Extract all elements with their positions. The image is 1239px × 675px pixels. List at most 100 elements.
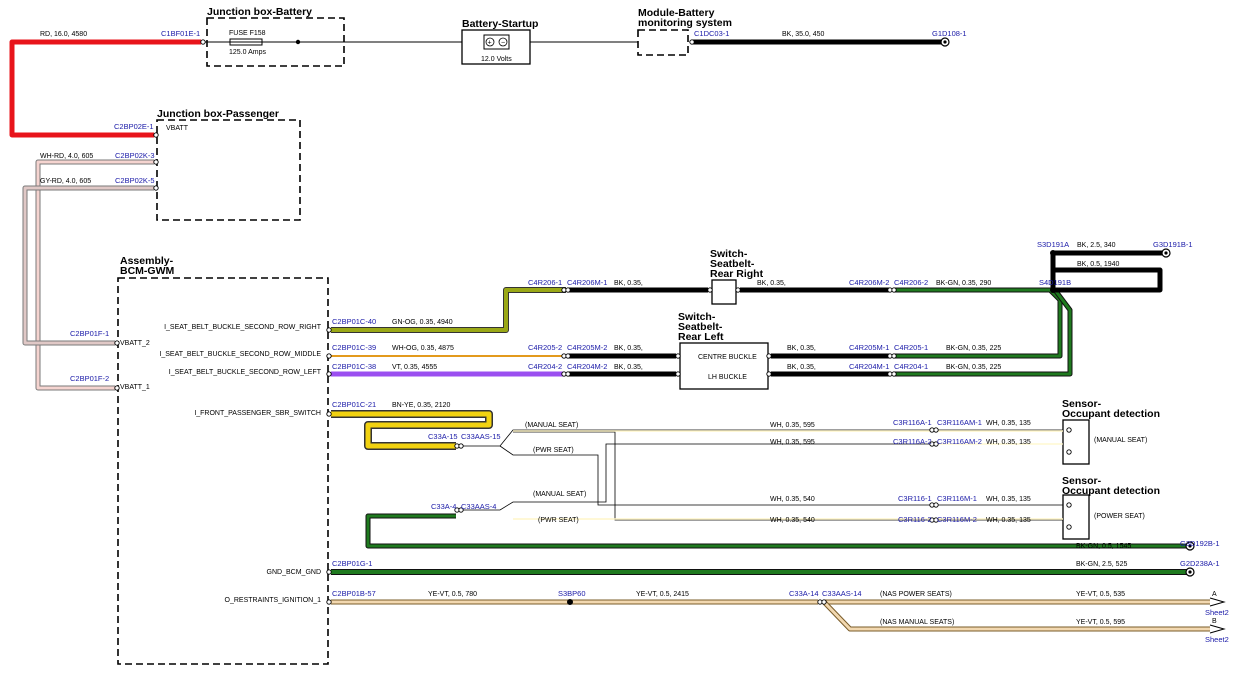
wire-label-pwr-b: (PWR SEAT) — [538, 517, 579, 524]
conn-g3d191b: G3D191B-1 — [1153, 240, 1193, 249]
wire-wh-rd — [36, 160, 154, 390]
conn-c2bp02e: C2BP02E-1 — [114, 122, 154, 131]
conn-c3r116am1: C3R116AM-1 — [937, 418, 982, 427]
conn-c3r116a1: C3R116A-1 — [893, 418, 932, 427]
junction-box-battery: Junction box-Battery FUSE F158 125.0 Amp… — [206, 6, 345, 67]
wire-label-manual-a: (MANUAL SEAT) — [525, 422, 578, 429]
conn-c33aas15: C33AAS-15 — [461, 432, 501, 441]
bcm-pin-second-middle: I_SEAT_BELT_BUCKLE_SECOND_ROW_MIDDLE — [159, 351, 321, 358]
bcm-outline — [117, 277, 329, 665]
offsheet-arrow-b-icon[interactable] — [1209, 624, 1226, 634]
occ1-title-1: Sensor- — [1062, 398, 1102, 410]
wire-gy-rd — [23, 186, 154, 345]
sw-rr-title-1: Switch- — [710, 248, 748, 260]
conn-s3bp60: S3BP60 — [558, 589, 586, 598]
wire-label-wh-135d: WH, 0.35, 135 — [986, 517, 1031, 524]
offsheet-b-sheet[interactable]: Sheet2 — [1205, 635, 1229, 644]
bcm-pin-gnd: GND_BCM_GND — [267, 569, 321, 576]
wire-label-ye-vt-595: YE-VT, 0.5, 595 — [1076, 619, 1125, 626]
conn-c3r116am2: C3R116AM-2 — [937, 437, 982, 446]
conn-c33a4: C33A-4 — [431, 502, 456, 511]
ground-icon-g1d108 — [940, 37, 950, 47]
wire-label-bk-rl-d: BK, 0.35, — [787, 364, 816, 371]
wire-label-bk-rl-a: BK, 0.35, — [614, 345, 643, 352]
conn-c3r116m-1: C3R116M-1 — [937, 494, 977, 503]
wire-label-wh-135b: WH, 0.35, 135 — [986, 439, 1031, 446]
splice-s3bp60 — [567, 599, 573, 605]
sw-rl-lh-buckle: LH BUCKLE — [708, 374, 747, 381]
conn-c2bp02k5: C2BP02K-5 — [115, 176, 155, 185]
fuse-rating: 125.0 Amps — [229, 49, 266, 56]
bms-title-2: monitoring system — [638, 17, 732, 29]
conn-c33aas4: C33AAS-4 — [461, 502, 496, 511]
battery-title: Battery-Startup — [462, 18, 538, 30]
conn-c3r116m-2: C3R116M-2 — [937, 515, 977, 524]
jb-passenger-outline — [156, 119, 301, 221]
occ2-power-seat: (POWER SEAT) — [1094, 513, 1145, 520]
wire-label-pwr-a: (PWR SEAT) — [533, 447, 574, 454]
wire-gn-og — [331, 288, 566, 332]
battery-minus-icon: − — [501, 40, 505, 47]
sw-rr-title-2: Seatbelt- — [710, 258, 755, 270]
sw-rl-title-2: Seatbelt- — [678, 321, 723, 333]
wire-label-bk-rl-b: BK, 0.35, — [614, 364, 643, 371]
offsheet-a-letter: A — [1212, 591, 1217, 598]
offsheet-b-letter: B — [1212, 618, 1217, 625]
conn-c3r116-2: C3R116-2 — [898, 515, 932, 524]
battery-icon — [483, 34, 510, 50]
wire-label-wh-540b: WH, 0.35, 540 — [770, 517, 815, 524]
battery-plus-icon: + — [488, 40, 492, 47]
wire-bn-ye-outline — [331, 410, 493, 450]
sensor-occupant-power: Sensor- Occupant detection (POWER SEAT) — [1062, 475, 1160, 540]
battery-volts: 12.0 Volts — [481, 56, 512, 63]
jb-splice-dot — [295, 39, 301, 45]
wire-label-gn-og: GN-OG, 0.35, 4940 — [392, 319, 453, 326]
splice-s3d191a — [1050, 250, 1056, 256]
conn-c33a14: C33A-14 — [789, 589, 819, 598]
wire-label-bk-rl-c: BK, 0.35, — [787, 345, 816, 352]
conn-c2bp01c38: C2BP01C-38 — [332, 362, 376, 371]
wire-wh-group — [459, 429, 1063, 521]
bms-title-1: Module-Battery — [638, 7, 715, 19]
conn-g1d108: G1D108-1 — [932, 29, 967, 38]
conn-c1bf01e: C1BF01E-1 — [161, 29, 200, 38]
jb-passenger-title: Junction box-Passenger — [157, 108, 279, 120]
splice-s4d191b — [1050, 287, 1056, 293]
wire-label-gy-rd: GY-RD, 4.0, 605 — [40, 178, 91, 185]
wire-wh-fill-group — [513, 430, 1063, 520]
bms-outline — [637, 29, 689, 56]
offsheet-arrow-a-icon[interactable] — [1209, 597, 1226, 607]
conn-g3d192b: G3D192B-1 — [1180, 539, 1220, 548]
wire-label-nas-power: (NAS POWER SEATS) — [880, 591, 952, 598]
conn-s3d191a: S3D191A — [1037, 240, 1069, 249]
conn-c4r204m-1: C4R204M-1 — [849, 362, 889, 371]
bcm-title-1: Assembly- — [120, 255, 174, 267]
wire-label-wh-rd: WH-RD, 4.0, 605 — [40, 153, 93, 160]
wire-wh-pwr-a — [499, 445, 1063, 506]
wire-label-ye-vt-535: YE-VT, 0.5, 535 — [1076, 591, 1125, 598]
bcm-pin-front-pass: I_FRONT_PASSENGER_SBR_SWITCH — [194, 410, 321, 417]
occ2-title-1: Sensor- — [1062, 475, 1102, 487]
sw-rl-title-1: Switch- — [678, 311, 716, 323]
jb-passenger-vbatt: VBATT — [166, 125, 189, 132]
conn-c3r116a2: C3R116A-2 — [893, 437, 932, 446]
conn-c33a15: C33A-15 — [428, 432, 458, 441]
bcm-vbatt-1: VBATT_1 — [120, 384, 150, 391]
sw-rl-centre-buckle: CENTRE BUCKLE — [698, 354, 757, 361]
conn-c2bp01b57: C2BP01B-57 — [332, 589, 376, 598]
offsheet-a-sheet[interactable]: Sheet2 — [1205, 608, 1229, 617]
wire-label-nas-manual: (NAS MANUAL SEATS) — [880, 619, 954, 626]
wire-label-bk-rr-b: BK, 0.35, — [757, 280, 786, 287]
wire-rd-16 — [9, 39, 201, 138]
wire-label-bk35: BK, 35.0, 450 — [782, 31, 825, 38]
switch-seatbelt-rear-right: Switch- Seatbelt- Rear Right — [710, 248, 764, 305]
wire-label-bk-gn-525: BK-GN, 2.5, 525 — [1076, 561, 1127, 568]
assembly-bcm-gwm: Assembly- BCM-GWM VBATT_2 VBATT_1 I_SEAT… — [117, 255, 329, 665]
conn-c4r204m-2: C4R204M-2 — [567, 362, 607, 371]
wire-label-vt: VT, 0.35, 4555 — [392, 364, 437, 371]
conn-c4r206-1: C4R206-1 — [528, 278, 562, 287]
wire-ye-vt-595 — [822, 600, 1210, 631]
conn-c4r206m-2: C4R206M-2 — [849, 278, 889, 287]
wire-label-wh-595b: WH, 0.35, 595 — [770, 439, 815, 446]
occ1-outline — [1062, 419, 1090, 465]
